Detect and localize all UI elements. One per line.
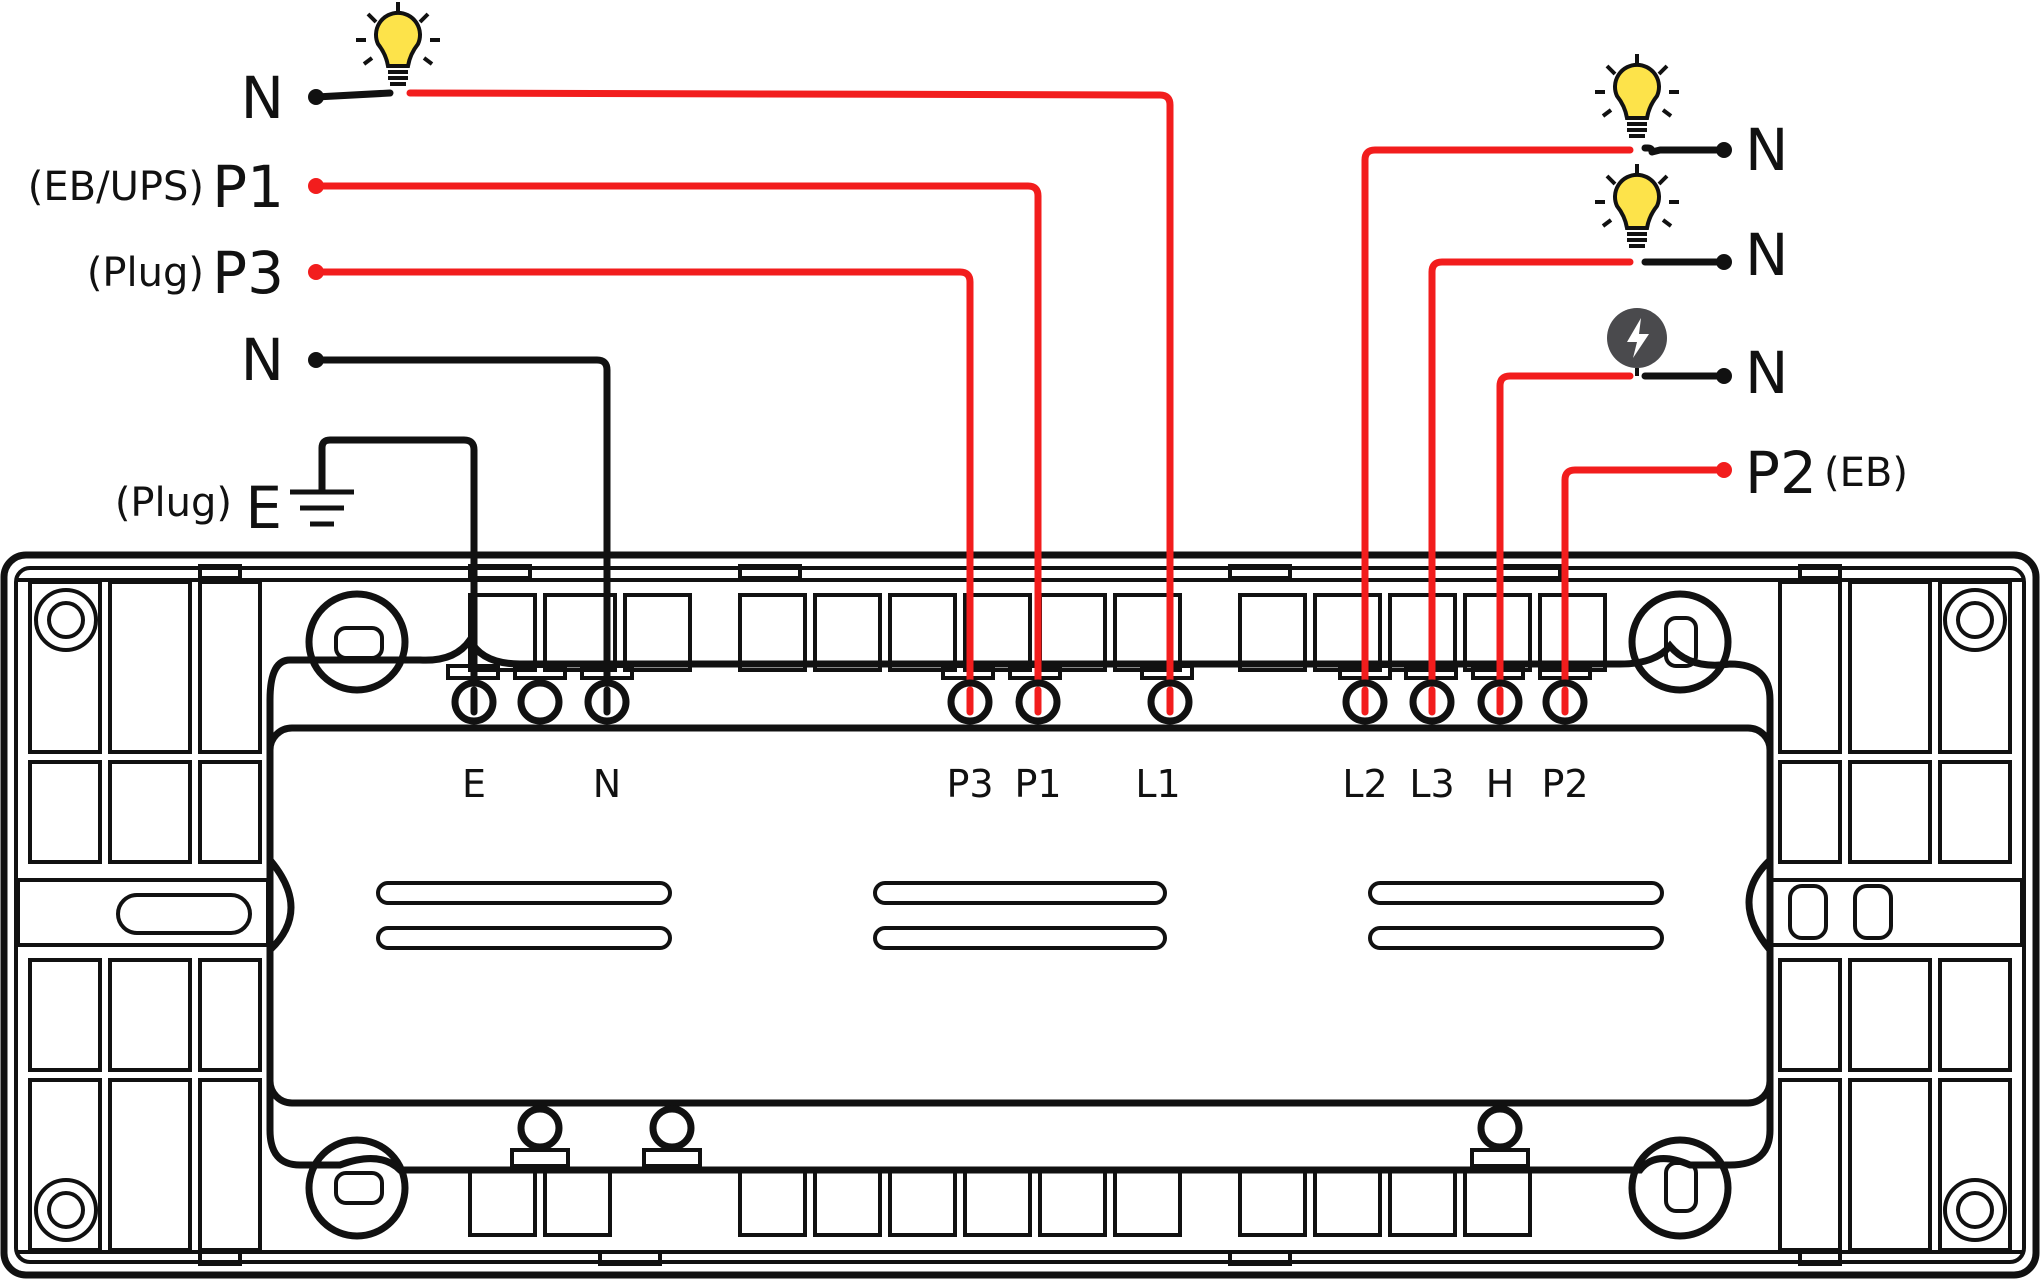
wire-n-mid (312, 356, 611, 706)
corner-screw-holes (34, 588, 2007, 1242)
label-n-right-1: N (1745, 116, 1788, 184)
wires (312, 89, 1728, 706)
label-p2: P2 (1745, 439, 1817, 507)
wire-h (1496, 372, 1634, 706)
bottom-grid-cells (468, 1168, 1532, 1237)
light-bulb-icon (356, 2, 440, 86)
wire-p1 (312, 182, 1042, 706)
label-p2-suffix: (EB) (1824, 450, 1908, 496)
terminal-label-p1: P1 (1014, 762, 1061, 806)
wire-l1 (406, 89, 1174, 706)
wire-bulb1-neutral (1641, 144, 1728, 156)
left-labels: N (EB/UPS) P1 (Plug) P3 N (Plug) E (28, 64, 284, 542)
mounting-bosses (305, 590, 1732, 1240)
lightning-bolt-icon (1607, 308, 1667, 376)
terminal-label-l1: L1 (1135, 762, 1180, 806)
terminal-label-l3: L3 (1409, 762, 1454, 806)
light-bulb-icon (1595, 54, 1679, 138)
terminal-screws (451, 679, 1588, 725)
earth-ground-icon (290, 489, 354, 527)
terminal-label-l2: L2 (1342, 762, 1387, 806)
terminal-labels: E N P3 P1 L1 L2 L3 H P2 (462, 762, 1589, 806)
label-p1-prefix: (EB/UPS) (28, 164, 204, 210)
top-rail (16, 564, 2024, 582)
wire-n-top-neutral (312, 89, 394, 101)
wire-l3 (1428, 258, 1634, 706)
top-grid-cells (468, 593, 1607, 672)
wire-p3 (312, 268, 974, 706)
label-e-prefix: (Plug) (115, 480, 232, 526)
label-n-mid: N (241, 326, 284, 394)
bottom-screws (510, 1105, 1530, 1168)
label-p3-prefix: (Plug) (87, 250, 204, 296)
right-labels: N N N P2 (EB) (1745, 116, 1908, 507)
terminal-label-e: E (462, 762, 486, 806)
left-side-grid (16, 580, 270, 1252)
label-n-right-2: N (1745, 221, 1788, 289)
right-side-grid (1768, 580, 2024, 1252)
label-n-right-3: N (1745, 339, 1788, 407)
label-p3: P3 (212, 239, 284, 307)
wire-p2 (1561, 466, 1728, 706)
label-e: E (245, 474, 282, 542)
vent-slots (376, 881, 1664, 950)
wire-endpoints (308, 89, 1732, 478)
wire-l2 (1361, 146, 1634, 706)
terminal-label-n: N (593, 762, 621, 806)
terminal-label-p3: P3 (946, 762, 993, 806)
label-p1: P1 (212, 153, 284, 221)
terminal-module-face (266, 724, 1774, 1107)
switch-box-frame (0, 551, 2040, 1279)
wire-earth (318, 436, 478, 706)
terminal-label-p2: P2 (1541, 762, 1588, 806)
label-n-top: N (241, 64, 284, 132)
light-bulb-icon (1595, 164, 1679, 248)
terminal-label-h: H (1486, 762, 1515, 806)
